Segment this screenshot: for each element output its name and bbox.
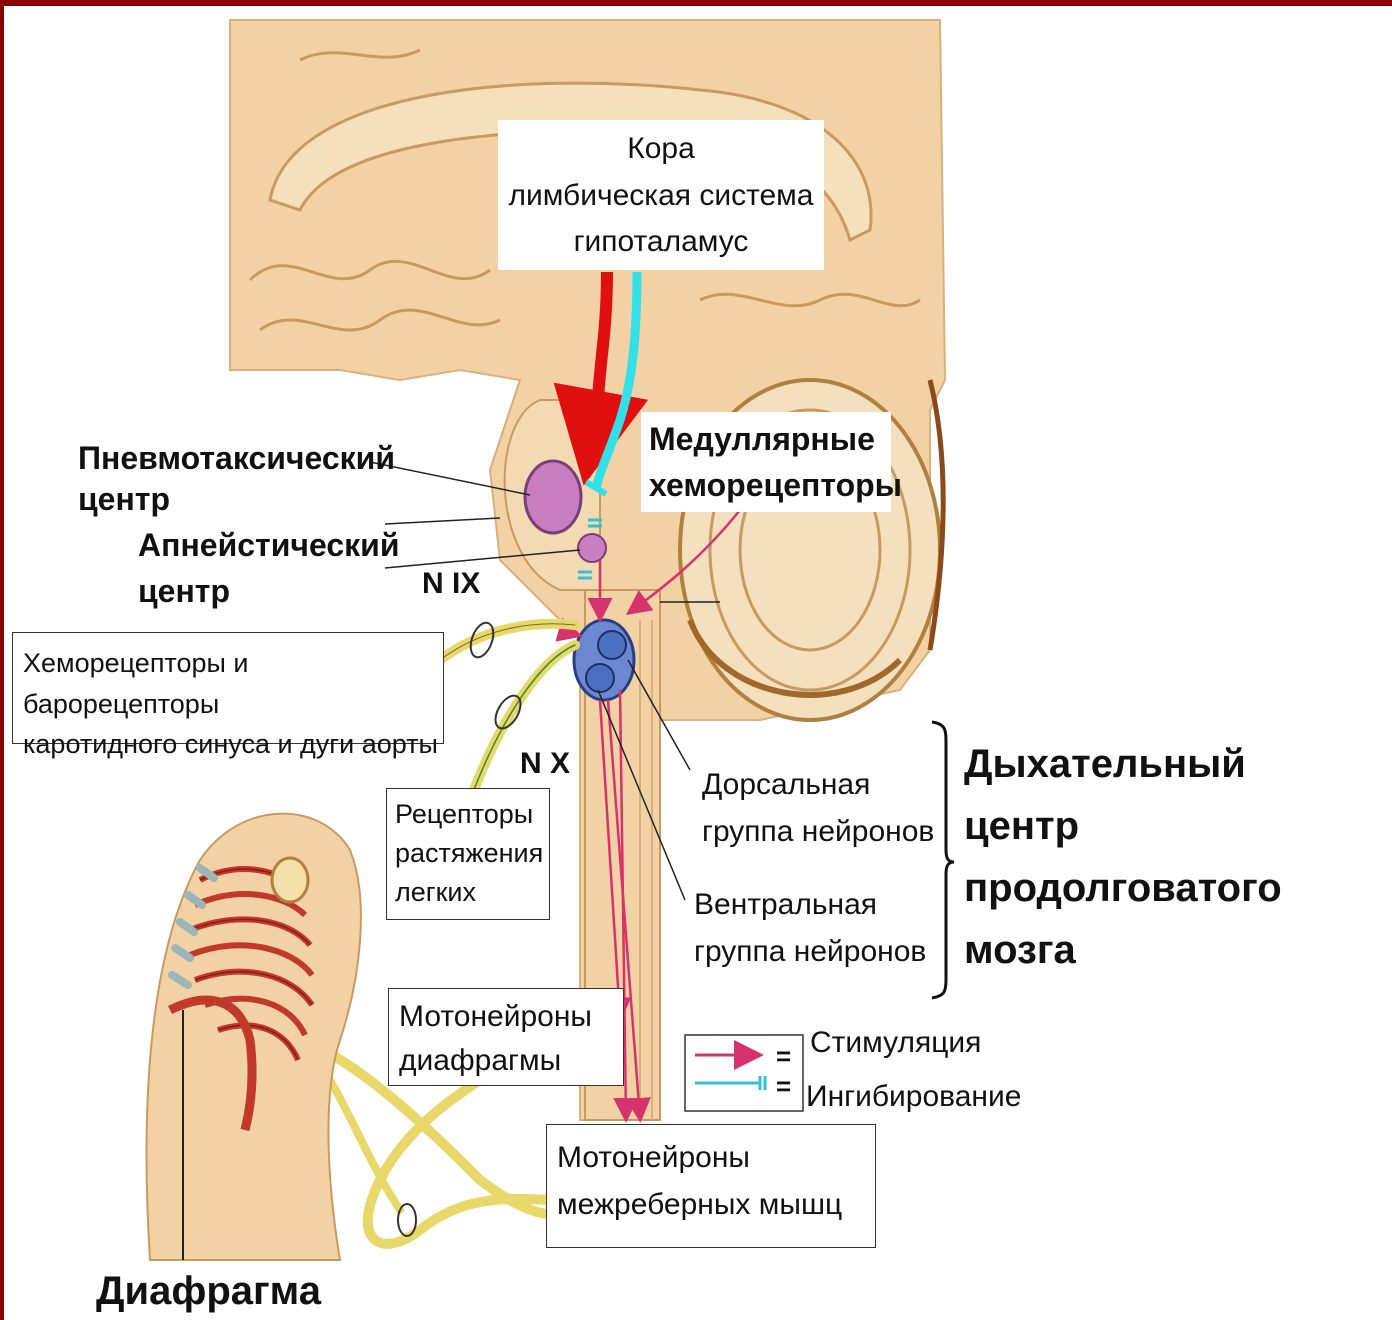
n-ix-label: N IX — [422, 565, 480, 603]
pneumotaxic-center — [525, 461, 581, 533]
diaphragm-motoneurons-label: Мотонейроны диафрагмы — [388, 988, 624, 1086]
diaphragm-label: Диафрагма — [96, 1266, 321, 1317]
legend-stimulation-label: Стимуляция — [810, 1024, 981, 1062]
stretch-receptors-label: Рецепторы растяжения легких — [386, 788, 550, 920]
pneumotaxic-center-label: Пневмотаксический центр — [78, 438, 395, 520]
dorsal-group — [598, 631, 626, 659]
torso-illustration — [147, 814, 361, 1260]
legend-inhibition-eq: = — [776, 1070, 791, 1103]
respiratory-center-label: Дыхательный центр продолговатого мозга — [964, 733, 1282, 981]
legend-inhibition-label: Ингибирование — [806, 1078, 1021, 1116]
legend-stimulation-eq: = — [776, 1040, 791, 1073]
chemo-baroreceptors-label: Хеморецепторы и барорецепторы каротидног… — [12, 632, 444, 744]
ventral-group-label: Вентральная группа нейронов — [694, 882, 926, 975]
intercostal-motoneurons-label: Мотонейроны межреберных мышц — [546, 1124, 876, 1248]
apneustic-center-label: Апнейстический центр — [138, 522, 399, 615]
respiratory-center-brace — [932, 722, 954, 998]
cortex-label: Кора лимбическая система гипоталамус — [498, 120, 824, 270]
dorsal-group-label: Дорсальная группа нейронов — [702, 762, 934, 855]
medullary-chemoreceptors-label: Медуллярные хеморецепторы — [641, 412, 891, 512]
ventral-group — [586, 664, 614, 692]
apneustic-center — [578, 534, 606, 562]
n-x-label: N X — [520, 745, 570, 783]
